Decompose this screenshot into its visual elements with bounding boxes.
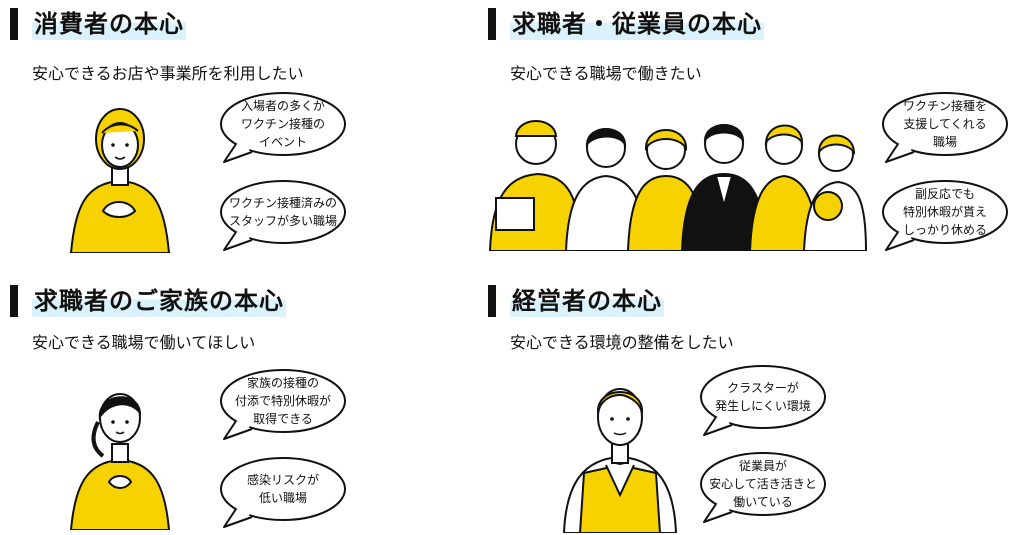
- panel-manager: 経営者の本心 安心できる環境の整備をしたい クラスターが 発生しにくい環境 従業…: [488, 285, 1018, 535]
- workers-group-illustration: [488, 120, 868, 251]
- bubble-text: クラスターが 発生しにくい環境: [715, 381, 811, 413]
- panel-header: 求職者のご家族の本心: [10, 285, 286, 317]
- panel-consumer: 消費者の本心 安心できるお店や事業所を利用したい 入場者の多くが ワクチン接種の…: [10, 8, 490, 263]
- speech-bubble: 感染リスクが 低い職場: [218, 455, 348, 529]
- bubble-text: ワクチン接種済みの スタッフが多い職場: [228, 196, 337, 228]
- heading-bar: [10, 8, 18, 40]
- bubble-text: ワクチン接種を 支援してくれる 職場: [902, 99, 987, 149]
- speech-bubble: ワクチン接種済みの スタッフが多い職場: [218, 178, 348, 252]
- panel-subtitle: 安心できる環境の整備をしたい: [510, 333, 734, 352]
- speech-bubble: 入場者の多くが ワクチン接種の イベント: [218, 90, 348, 164]
- panel-header: 求職者・従業員の本心: [488, 8, 764, 40]
- panel-title: 経営者の本心: [510, 285, 664, 317]
- panel-header: 消費者の本心: [10, 8, 186, 40]
- heading-bar: [10, 285, 18, 317]
- panel-subtitle: 安心できる職場で働きたい: [510, 64, 702, 83]
- speech-bubble: 従業員が 安心して活き活きと 働いている: [698, 450, 828, 524]
- consumer-woman-illustration: [69, 108, 171, 253]
- heading-bar: [488, 8, 496, 40]
- panel-title: 求職者・従業員の本心: [510, 8, 764, 40]
- bubble-text: 感染リスクが 低い職場: [246, 473, 319, 505]
- panel-subtitle: 安心できるお店や事業所を利用したい: [32, 64, 304, 83]
- family-woman-illustration: [69, 393, 171, 530]
- panel-jobseeker-family: 求職者のご家族の本心 安心できる職場で働いてほしい 家族の接種の 付添で特別休暇…: [10, 285, 490, 535]
- panel-title: 消費者の本心: [32, 8, 186, 40]
- bubble-text: 入場者の多くが ワクチン接種の イベント: [240, 99, 325, 149]
- panel-jobseekers-employees: 求職者・従業員の本心 安心できる職場で働きたい ワクチン接種を 支援してくれる …: [488, 8, 1018, 263]
- speech-bubble: クラスターが 発生しにくい環境: [698, 363, 828, 437]
- speech-bubble: ワクチン接種を 支援してくれる 職場: [880, 90, 1010, 164]
- bubble-text: 従業員が 安心して活き活きと 働いている: [709, 459, 817, 509]
- panel-title: 求職者のご家族の本心: [32, 285, 286, 317]
- panel-header: 経営者の本心: [488, 285, 664, 317]
- bubble-text: 家族の接種の 付添で特別休暇が 取得できる: [234, 376, 331, 426]
- manager-man-illustration: [562, 388, 678, 533]
- speech-bubble: 家族の接種の 付添で特別休暇が 取得できる: [218, 367, 348, 441]
- bubble-text: 副反応でも 特別休暇が貰え しっかり休める: [902, 187, 987, 237]
- panel-subtitle: 安心できる職場で働いてほしい: [32, 333, 256, 352]
- heading-bar: [488, 285, 496, 317]
- speech-bubble: 副反応でも 特別休暇が貰え しっかり休める: [880, 178, 1010, 252]
